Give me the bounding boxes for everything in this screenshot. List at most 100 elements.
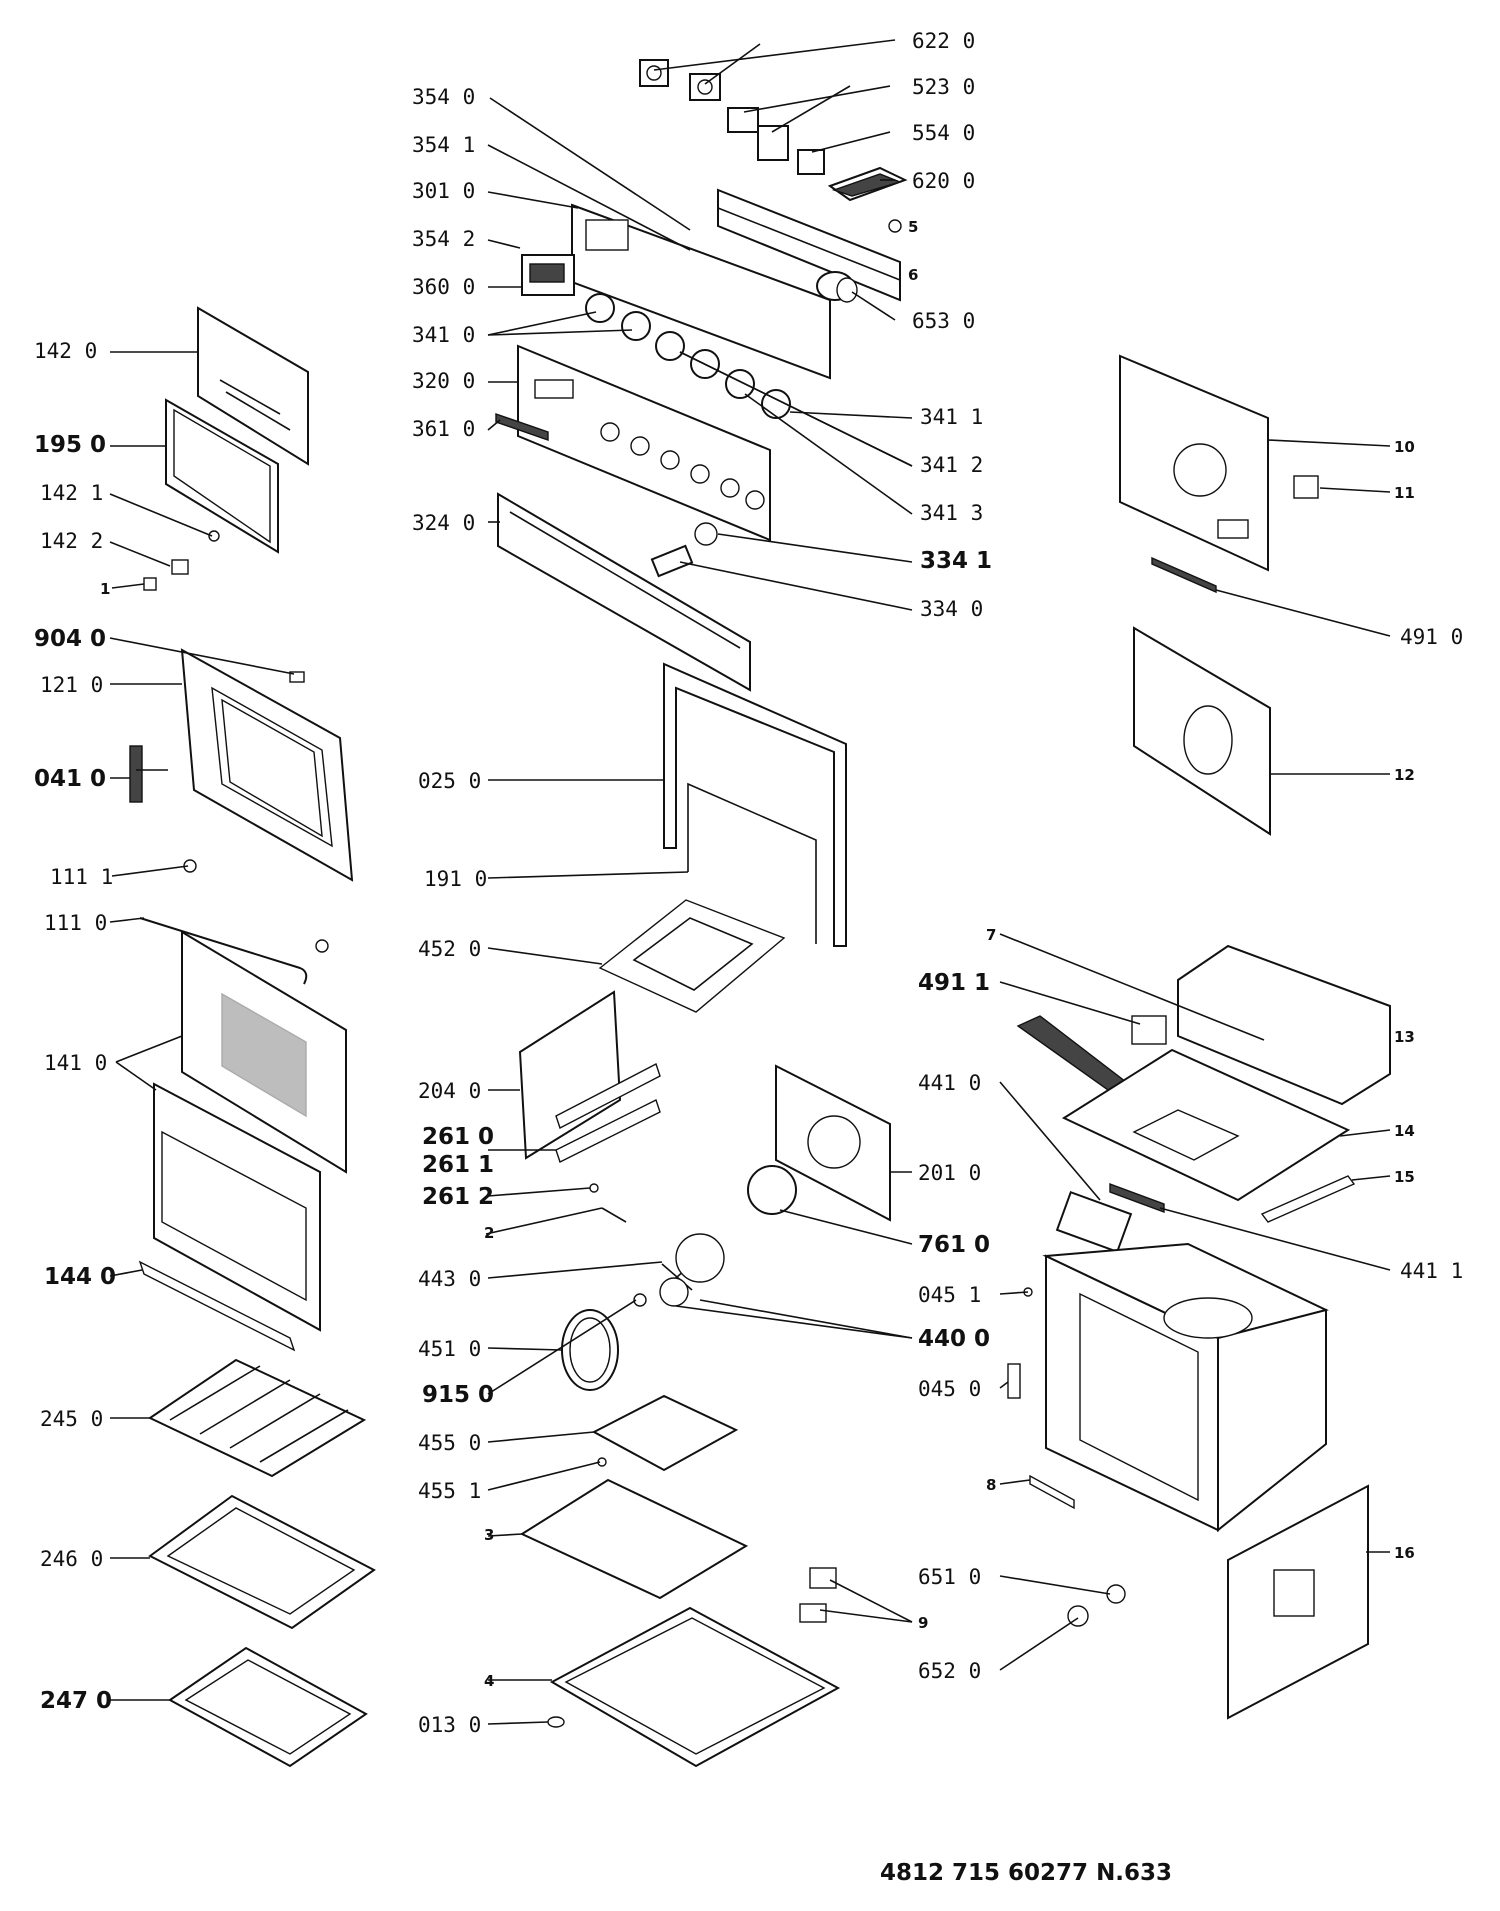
bottom-tray-4 <box>549 1606 841 1768</box>
ring-451 <box>561 1309 619 1391</box>
label-491-0: 491 0 <box>1400 625 1463 649</box>
control-panel-group <box>495 59 908 692</box>
label-111-1: 111 1 <box>50 865 113 889</box>
label-041-0: 041 0 <box>34 766 106 792</box>
label-5: 5 <box>908 218 918 236</box>
hinge-041 <box>129 745 168 803</box>
label-354-2: 354 2 <box>412 227 475 251</box>
label-334-1: 334 1 <box>920 548 992 574</box>
label-452-0: 452 0 <box>418 937 481 961</box>
label-354-0: 354 0 <box>412 85 475 109</box>
bracket-8 <box>1029 1474 1075 1510</box>
switch-554 <box>797 149 825 175</box>
label-246-0: 246 0 <box>40 1547 103 1571</box>
element-455 <box>591 1394 739 1472</box>
plate-204 <box>518 990 622 1160</box>
bracket-045-0 <box>1007 1363 1021 1399</box>
bottom-plate-3 <box>519 1478 749 1600</box>
motor-441 <box>1055 1182 1165 1254</box>
label-324-0: 324 0 <box>412 511 475 535</box>
nut-915 <box>633 1293 647 1307</box>
back-panel-10 <box>1119 354 1269 572</box>
label-341-0: 341 0 <box>412 323 475 347</box>
label-191-0: 191 0 <box>424 867 487 891</box>
label-761-0: 761 0 <box>918 1232 990 1258</box>
label-523-0: 523 0 <box>912 75 975 99</box>
clip-142-2 <box>171 559 189 575</box>
label-554-0: 554 0 <box>912 121 975 145</box>
screw-142-1 <box>208 530 220 542</box>
lamp-334 <box>650 522 718 578</box>
label-142-2: 142 2 <box>40 529 103 553</box>
inner-door-121 <box>180 648 354 882</box>
label-3: 3 <box>484 1526 494 1544</box>
label-195-0: 195 0 <box>34 432 106 458</box>
label-443-0: 443 0 <box>418 1267 481 1291</box>
label-245-0: 245 0 <box>40 1407 103 1431</box>
foot-013 <box>547 1716 565 1728</box>
gasket-025 <box>663 662 847 947</box>
door-group <box>129 306 354 1352</box>
screw-5 <box>888 219 902 233</box>
lamp-cover-761 <box>747 1165 797 1215</box>
label-1: 1 <box>100 580 110 598</box>
side-panel-16 <box>1227 1484 1369 1720</box>
label-261-2: 261 2 <box>422 1184 494 1210</box>
outer-glass-141 <box>153 930 347 1332</box>
label-651-0: 651 0 <box>918 1565 981 1589</box>
fan-blade-440 <box>659 1277 689 1307</box>
switch-523 <box>727 107 789 161</box>
label-7: 7 <box>986 926 996 944</box>
label-11: 11 <box>1394 484 1415 502</box>
label-4: 4 <box>484 1672 494 1690</box>
label-334-0: 334 0 <box>920 597 983 621</box>
label-653-0: 653 0 <box>912 309 975 333</box>
label-111-0: 111 0 <box>44 911 107 935</box>
label-301-0: 301 0 <box>412 179 475 203</box>
label-12: 12 <box>1394 766 1415 784</box>
footer-reference: 4812 715 60277 N.633 <box>880 1860 1172 1886</box>
label-144-0: 144 0 <box>44 1264 116 1290</box>
terminal-491-1 <box>1131 1015 1167 1045</box>
label-16: 16 <box>1394 1544 1415 1562</box>
label-10: 10 <box>1394 438 1415 456</box>
knobs-341 <box>585 293 791 419</box>
label-341-2: 341 2 <box>920 453 983 477</box>
front-panel-320 <box>517 344 771 542</box>
trim-strip-324 <box>497 492 751 692</box>
label-14: 14 <box>1394 1122 1415 1140</box>
label-455-0: 455 0 <box>418 1431 481 1455</box>
label-652-0: 652 0 <box>918 1659 981 1683</box>
cover-13 <box>1177 944 1391 1106</box>
small-part-2 <box>601 1207 627 1223</box>
door-bottom-144 <box>138 1260 296 1352</box>
filter-strip <box>1016 1015 1128 1091</box>
label-6: 6 <box>908 266 918 284</box>
label-204-0: 204 0 <box>418 1079 481 1103</box>
gasket-191 <box>687 782 817 944</box>
label-201-0: 201 0 <box>918 1161 981 1185</box>
tray-246 <box>148 1494 376 1630</box>
label-141-0: 141 0 <box>44 1051 107 1075</box>
label-361-0: 361 0 <box>412 417 475 441</box>
fan-guard-11 <box>1293 475 1319 499</box>
light-switches-361 <box>495 413 549 441</box>
fan-cover-201 <box>775 1064 891 1222</box>
label-261-0: 261 0 <box>422 1124 494 1150</box>
small-part-1 <box>143 577 157 591</box>
thermostat-9 <box>799 1567 837 1623</box>
oven-cavity <box>1042 1242 1329 1533</box>
label-441-0: 441 0 <box>918 1071 981 1095</box>
label-360-0: 360 0 <box>412 275 475 299</box>
label-491-1: 491 1 <box>918 970 990 996</box>
strip-15 <box>1260 1175 1356 1223</box>
label-451-0: 451 0 <box>418 1337 481 1361</box>
label-455-1: 455 1 <box>418 1479 481 1503</box>
label-441-1: 441 1 <box>1400 1259 1463 1283</box>
glass-142 <box>197 306 309 466</box>
label-045-0: 045 0 <box>918 1377 981 1401</box>
terminal-491-0 <box>1151 556 1217 594</box>
label-025-0: 025 0 <box>418 769 481 793</box>
rails-261 <box>555 1063 661 1193</box>
